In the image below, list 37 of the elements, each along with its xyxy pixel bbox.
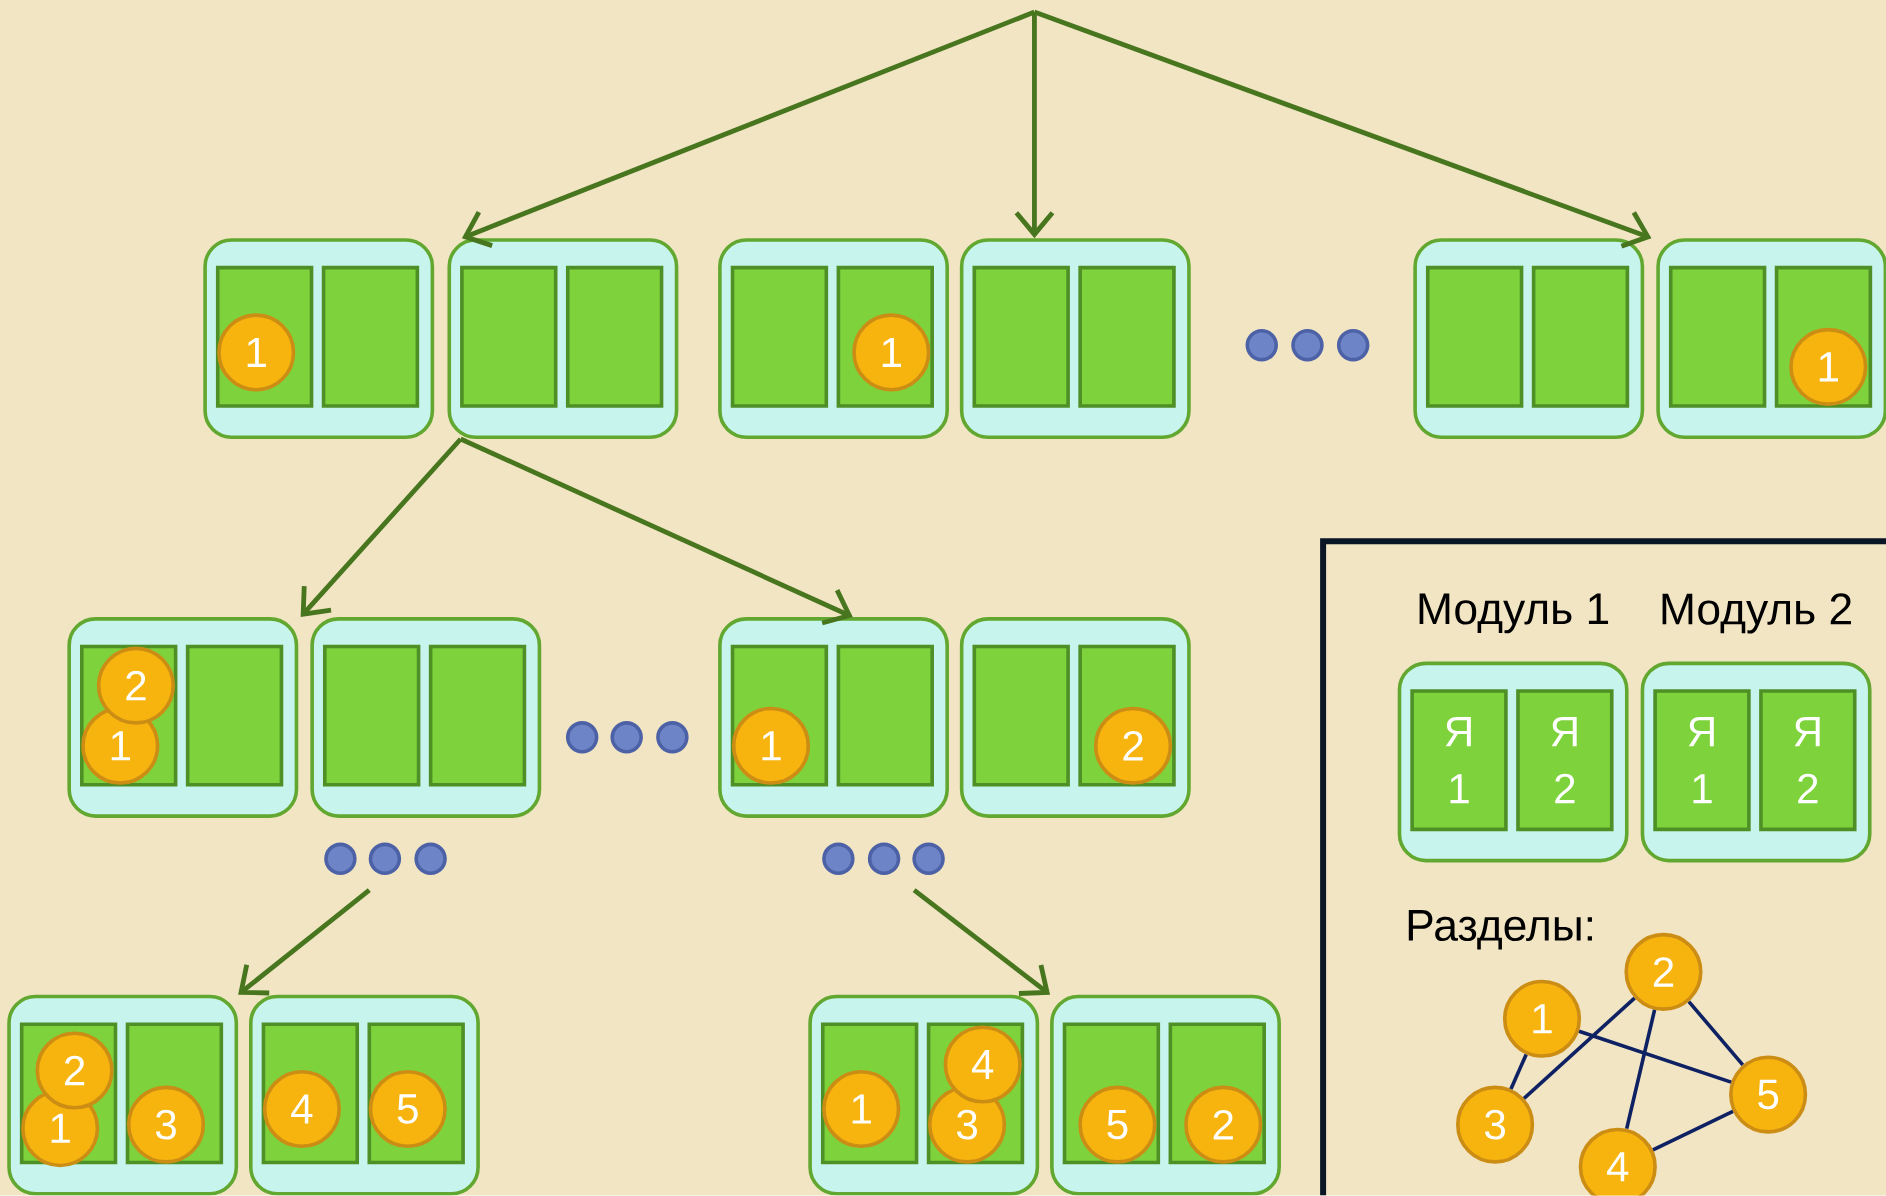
arrow <box>459 437 853 626</box>
legend-panel <box>1320 538 1886 1196</box>
node-label: 3 <box>956 1109 977 1140</box>
cell-box <box>565 266 664 408</box>
node-label: 1 <box>51 1113 70 1143</box>
cell-box <box>185 644 284 787</box>
module-heading: Модуль 1 <box>1419 593 1609 634</box>
cell-box <box>322 644 421 787</box>
cell-box <box>972 266 1070 408</box>
core-cell: Я 1 <box>1410 689 1508 832</box>
cell-box <box>730 266 829 408</box>
cell-box <box>321 266 420 408</box>
connector-line <box>1522 997 1636 1100</box>
cell-box <box>836 644 934 787</box>
connector-line <box>1509 1054 1528 1090</box>
cell-box <box>1668 266 1767 408</box>
cell-box <box>1425 266 1524 408</box>
arrow <box>238 888 371 996</box>
cell-box <box>972 644 1070 787</box>
arrow <box>300 437 463 618</box>
cell-box <box>1078 266 1176 408</box>
cell-box <box>1531 266 1630 408</box>
core-cell: Я 1 <box>1653 689 1751 832</box>
section-label: Разделы: <box>1408 910 1592 950</box>
connector-line <box>1578 1029 1732 1085</box>
arrow <box>1033 9 1652 249</box>
arrow <box>461 10 1036 249</box>
connector-line <box>1687 1000 1745 1067</box>
module-heading: Модуль 2 <box>1662 593 1851 634</box>
connector-line <box>1624 1009 1657 1130</box>
connector-line <box>1652 1110 1734 1152</box>
cell-box <box>460 266 558 408</box>
arrow <box>1014 12 1055 239</box>
core-cell: Я 2 <box>1759 689 1857 832</box>
cell-box <box>428 644 527 787</box>
core-cell: Я 2 <box>1516 689 1614 832</box>
arrow <box>912 888 1051 997</box>
